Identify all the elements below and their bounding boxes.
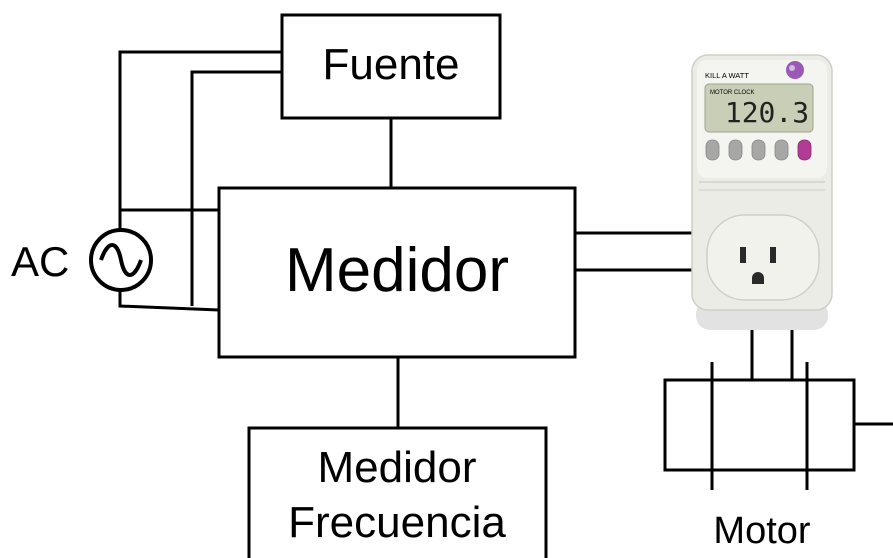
medidor-block: Medidor — [217, 186, 577, 359]
meter-display-value: 120.3 — [725, 96, 809, 129]
motor-block: Motor — [663, 362, 856, 552]
fuente-block: Fuente — [280, 13, 502, 120]
meter-logo-icon — [786, 61, 804, 79]
outlet-ground-hole-icon — [752, 272, 764, 284]
motor-label: Motor — [713, 510, 810, 552]
medidor-frecuencia-label-line1: Medidor — [318, 443, 477, 492]
meter-button-2[interactable] — [728, 139, 743, 161]
meter-button-4[interactable] — [774, 139, 789, 161]
fuente-label: Fuente — [323, 40, 460, 89]
wires — [118, 50, 893, 428]
meter-button-1[interactable] — [705, 139, 720, 161]
meter-logo-icon-inner — [789, 65, 795, 71]
meter-button-reset[interactable] — [797, 139, 812, 161]
ac-source: AC — [11, 228, 153, 292]
outlet-slot-left — [740, 247, 746, 263]
meter-mode-label: MOTOR CLOCK — [710, 90, 755, 96]
medidor-frecuencia-block: Medidor Frecuencia — [247, 426, 548, 558]
ac-label: AC — [11, 238, 69, 285]
meter-brand-label: KILL A WATT — [705, 71, 749, 80]
sine-wave-icon — [99, 243, 143, 277]
meter-lcd-screen — [704, 83, 814, 133]
meter-outlet-face — [706, 214, 820, 301]
kill-a-watt-meter: KILL A WATT MOTOR CLOCK 120.3 — [691, 54, 833, 330]
wire-ac-bottom-to-medidor — [118, 287, 220, 312]
medidor-frecuencia-label-line2: Frecuencia — [288, 498, 506, 547]
outlet-slot-right — [770, 247, 776, 263]
medidor-label: Medidor — [285, 236, 509, 305]
wire-ac-to-fuente-inner — [190, 70, 282, 306]
wire-ac-to-fuente-outer — [118, 50, 282, 232]
meter-button-3[interactable] — [751, 139, 766, 161]
